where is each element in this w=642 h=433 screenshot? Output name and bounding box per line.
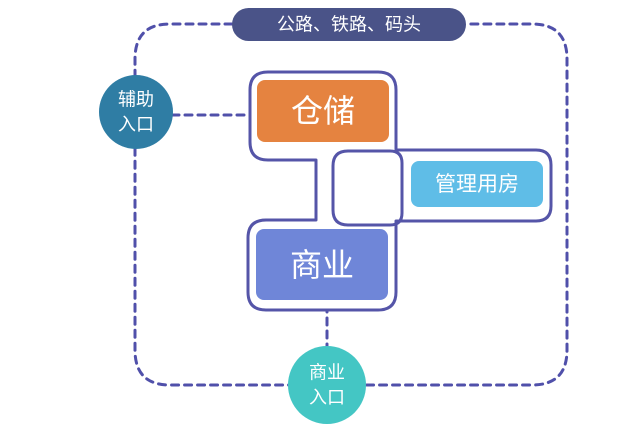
courtyard-outline [331,149,404,227]
commercial-block: 商业 [256,229,388,300]
warehouse-label: 仓储 [291,92,355,130]
commercial-entrance-node: 商业 入口 [288,346,366,424]
auxiliary-entrance-label-line1: 辅助 [118,90,154,111]
commercial-label: 商业 [290,246,354,284]
transport-label: 公路、铁路、码头 [277,15,421,36]
warehouse-block: 仓储 [257,80,389,142]
transport-badge: 公路、铁路、码头 [232,8,466,41]
commercial-entrance-label-line2: 入口 [309,388,345,409]
auxiliary-entrance-node: 辅助 入口 [99,75,173,149]
commercial-entrance-label-line1: 商业 [309,363,345,384]
auxiliary-entrance-label-line2: 入口 [118,115,154,136]
management-room-block: 管理用房 [411,161,543,207]
circulation-loop [133,22,569,387]
management-room-label: 管理用房 [435,172,519,196]
